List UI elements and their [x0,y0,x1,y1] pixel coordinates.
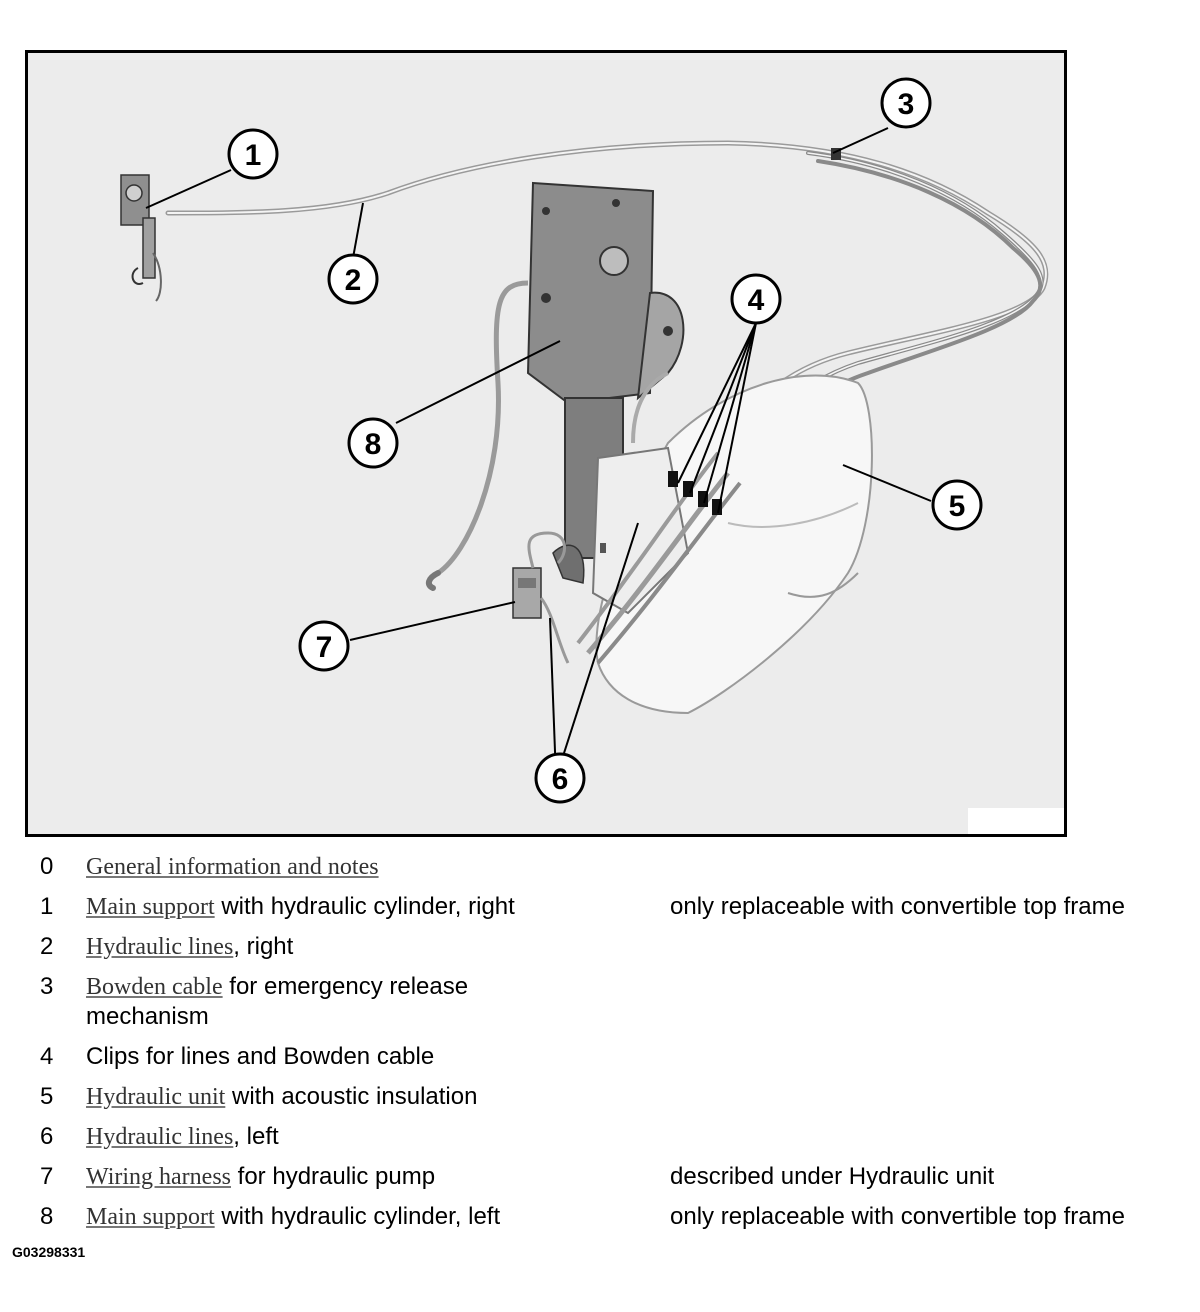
legend-number: 1 [40,893,54,920]
leader-lines [145,127,932,779]
callout-3: 3 [880,77,932,129]
callout-6: 6 [534,752,586,804]
hydraulic-unit-drawing [591,374,873,715]
callout-7-label: 7 [316,631,333,664]
legend-text: with acoustic insulation [225,1083,478,1110]
legend-number: 0 [40,853,54,880]
legend-number: 4 [40,1043,54,1070]
component-diagram: 1 2 3 4 5 6 7 8 [25,50,1067,837]
main-support-left-link[interactable]: Main support [86,1204,215,1230]
diagram-illustration: 1 2 3 4 5 6 7 8 [120,77,1064,834]
legend-number: 6 [40,1123,54,1150]
legend-number: 2 [40,933,54,960]
callout-8: 8 [347,417,399,469]
callout-3-label: 3 [898,88,915,121]
hydraulic-unit-link[interactable]: Hydraulic unit [86,1084,226,1110]
document-code: G03298331 [12,1244,86,1260]
legend-text: for hydraulic pump [231,1163,436,1190]
legend-note: only replaceable with convertible top fr… [670,1203,1125,1230]
callout-2: 2 [327,253,379,305]
legend-text: Clips for lines and Bowden cable [86,1043,435,1070]
hydraulic-lines-right-link[interactable]: Hydraulic lines [86,934,234,960]
legend-number: 7 [40,1163,54,1190]
clips-drawing [668,148,841,515]
legend-text: , right [233,933,294,960]
callout-5: 5 [931,479,983,531]
main-support-right-drawing [120,174,162,302]
hydraulic-lines-left-link[interactable]: Hydraulic lines [86,1124,234,1150]
legend-text: with hydraulic cylinder, right [214,893,515,920]
legend-text: with hydraulic cylinder, left [214,1203,501,1230]
hydraulic-lines-left-drawing [576,371,742,665]
legend-number: 5 [40,1083,54,1110]
legend-text: for emergency release mechanism [86,973,469,1030]
legend-text: , left [233,1123,279,1150]
wiring-harness-drawing [512,531,570,664]
general-information-link[interactable]: General information and notes [86,854,379,880]
legend-note: only replaceable with convertible top fr… [670,893,1125,920]
legend-note: described under Hydraulic unit [670,1163,995,1190]
callout-4: 4 [730,273,782,325]
hydraulic-lines-right-drawing [165,140,1049,485]
bowden-cable-link[interactable]: Bowden cable [86,974,223,1000]
callout-8-label: 8 [365,428,382,461]
legend-number: 3 [40,973,54,1000]
wiring-harness-link[interactable]: Wiring harness [86,1164,231,1190]
callout-6-label: 6 [552,763,569,796]
callout-5-label: 5 [949,490,966,523]
callout-1-label: 1 [245,139,262,172]
main-support-right-link[interactable]: Main support [86,894,215,920]
callout-4-label: 4 [748,284,765,317]
callout-1: 1 [227,128,279,180]
callout-2-label: 2 [345,264,362,297]
main-support-left-drawing [425,181,685,591]
callout-7: 7 [298,620,350,672]
legend-number: 8 [40,1203,54,1230]
